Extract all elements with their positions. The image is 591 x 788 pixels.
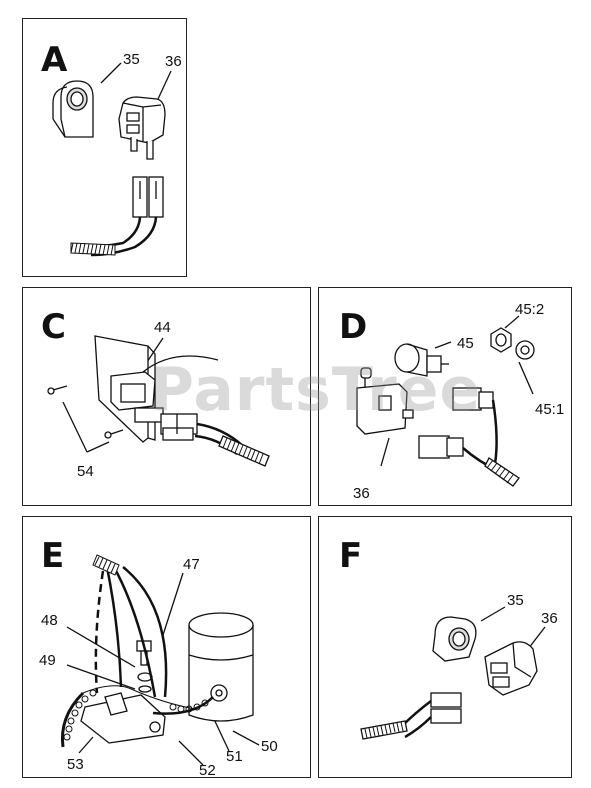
callout-36: 36 [165, 53, 182, 70]
panel-a-drawing [52, 62, 172, 257]
panel-e-drawing [60, 554, 260, 766]
panel-a: A 35 36 [22, 18, 187, 277]
callout-52: 52 [199, 762, 216, 779]
callout-45-2: 45:2 [515, 301, 545, 318]
panel-e: E 47 48 49 50 51 52 53 [22, 516, 311, 778]
panel-d: D 45 45:2 45:1 36 [318, 287, 572, 506]
panel-a-label: A [41, 40, 68, 80]
callout-49: 49 [39, 652, 56, 669]
panel-f-label: F [339, 536, 363, 576]
panel-d-drawing [356, 315, 535, 487]
callout-48: 48 [41, 612, 58, 629]
callout-36: 36 [541, 610, 558, 627]
panel-d-label: D [339, 307, 368, 347]
callout-44: 44 [154, 319, 171, 336]
callout-54: 54 [77, 463, 94, 480]
panel-e-label: E [41, 536, 65, 576]
panel-c-drawing [47, 335, 270, 467]
callout-45-1: 45:1 [535, 401, 565, 418]
callout-53: 53 [67, 756, 84, 773]
callout-51: 51 [226, 748, 243, 765]
callout-45: 45 [457, 335, 474, 352]
callout-35: 35 [507, 592, 524, 609]
callout-50: 50 [261, 738, 278, 755]
panel-c-label: C [41, 307, 66, 347]
callout-36: 36 [353, 485, 370, 502]
panel-c: C 44 54 [22, 287, 311, 506]
panel-f: F 35 36 [318, 516, 572, 778]
panel-f-drawing [360, 606, 546, 740]
callout-47: 47 [183, 556, 200, 573]
callout-35: 35 [123, 51, 140, 68]
